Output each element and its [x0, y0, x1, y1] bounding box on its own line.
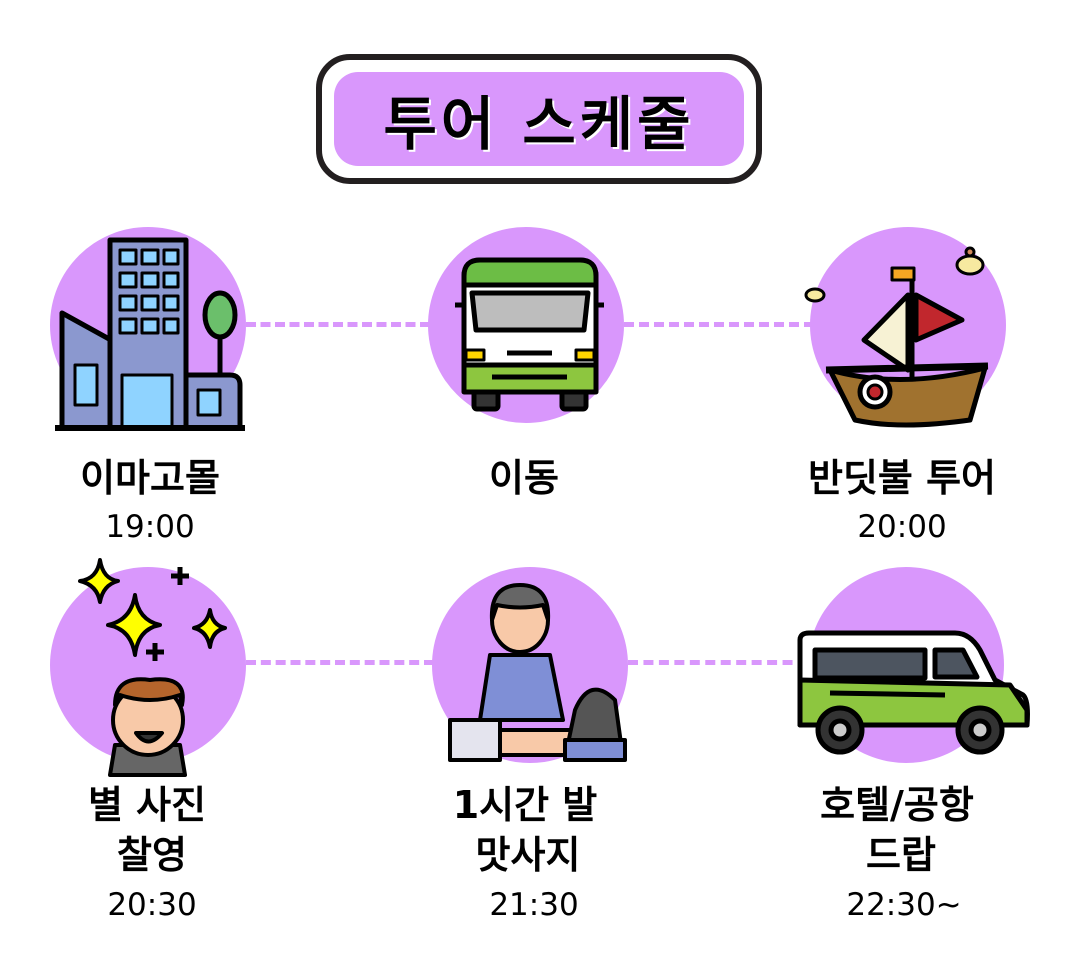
sailboat-fireflies-icon: [804, 246, 989, 428]
title-banner: 투어 스케줄: [316, 54, 762, 184]
step-5-label-line-2: 맛사지: [475, 833, 581, 877]
step-2-label: 이동: [489, 456, 559, 500]
buildings-icon: [55, 237, 245, 431]
step-6-label-line-1: 호텔/공항: [820, 783, 974, 827]
step-5-label-line-1: 1시간 발: [452, 783, 598, 827]
step-5-time: 21:30: [489, 887, 579, 923]
massage-icon: [448, 583, 627, 762]
step-3-time: 20:00: [857, 509, 947, 545]
step-3-label: 반딧불 투어: [807, 456, 997, 500]
star-eyes-boy-icon: [78, 558, 227, 777]
connector-4-5: [246, 660, 434, 665]
step-1-time: 19:00: [105, 509, 195, 545]
step-1-label: 이마고몰: [80, 456, 220, 500]
step-4-label-line-1: 별 사진: [87, 783, 207, 827]
step-6-time: 22:30~: [846, 887, 962, 923]
page-title: 투어 스케줄: [334, 72, 744, 166]
step-6-label-line-2: 드랍: [866, 833, 936, 877]
connector-5-6: [628, 660, 808, 665]
step-4-time: 20:30: [107, 887, 197, 923]
connector-1-2: [246, 322, 430, 327]
van-side-icon: [797, 630, 1030, 755]
step-4-label-line-2: 찰영: [117, 833, 187, 877]
van-front-icon: [455, 257, 604, 412]
connector-2-3: [624, 322, 814, 327]
